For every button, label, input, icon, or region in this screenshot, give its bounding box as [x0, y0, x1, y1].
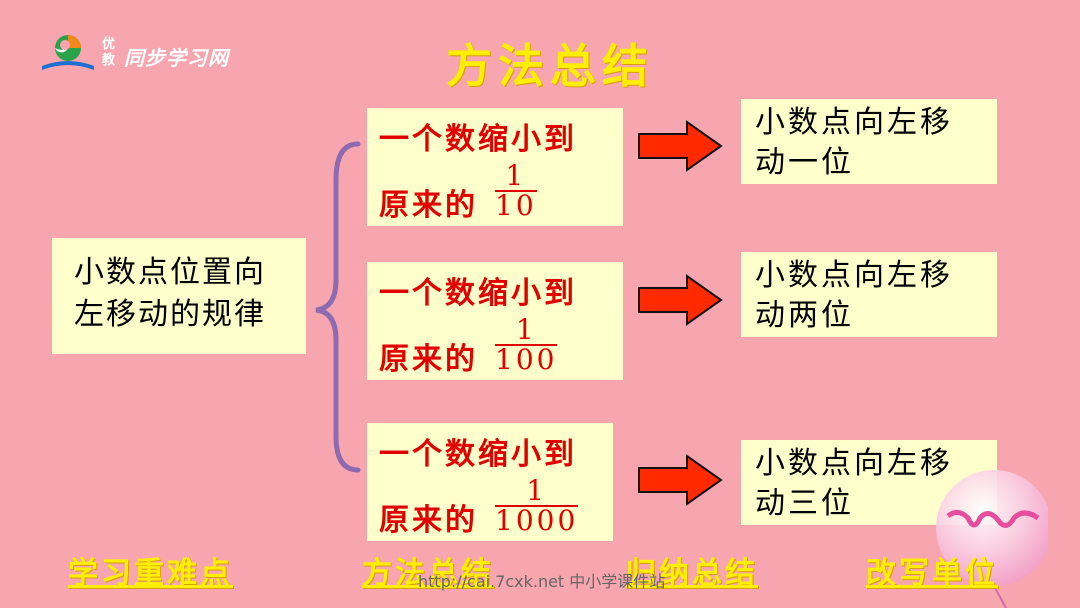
- rule-line-1: 小数点位置向: [74, 255, 266, 290]
- result-3-line-1: 小数点向左移: [755, 446, 953, 481]
- condition-3-line-2: 原来的: [379, 503, 478, 538]
- nav-link-induction-summary[interactable]: 归纳总结: [626, 556, 758, 591]
- result-box-2: 小数点向左移 动两位: [741, 252, 997, 337]
- nav-link-key-points[interactable]: 学习重难点: [68, 556, 233, 591]
- condition-1-line-1: 一个数缩小到: [379, 122, 577, 157]
- condition-box-3: 一个数缩小到 原来的 1 1000: [367, 423, 613, 541]
- rule-line-2: 左移动的规律: [74, 297, 266, 332]
- condition-box-2: 一个数缩小到 原来的 1 100: [367, 262, 623, 380]
- nav-link-method-summary[interactable]: 方法总结: [362, 556, 494, 591]
- right-arrow-icon: [638, 120, 723, 172]
- condition-3-fraction: 1 1000: [495, 477, 579, 537]
- result-2-line-2: 动两位: [755, 298, 854, 333]
- slide-title: 方法总结: [446, 39, 654, 93]
- curly-brace-icon: [315, 141, 361, 473]
- fraction-denominator: 10: [495, 189, 537, 222]
- condition-1-line-2: 原来的: [379, 188, 478, 223]
- condition-1-fraction: 1 10: [495, 162, 537, 220]
- rule-box: 小数点位置向 左移动的规律: [52, 238, 306, 354]
- fraction-denominator: 1000: [495, 504, 579, 537]
- condition-3-line-1: 一个数缩小到: [379, 437, 577, 472]
- result-1-line-2: 动一位: [755, 145, 854, 180]
- result-box-1: 小数点向左移 动一位: [741, 99, 997, 184]
- condition-2-line-1: 一个数缩小到: [379, 276, 577, 311]
- fraction-numerator: 1: [495, 316, 558, 346]
- logo-small-bottom: 教: [102, 53, 116, 68]
- logo-small-top: 优: [102, 37, 116, 52]
- right-arrow-icon: [638, 454, 723, 506]
- fraction-denominator: 100: [495, 343, 558, 376]
- right-arrow-icon: [638, 274, 723, 326]
- condition-2-line-2: 原来的: [379, 342, 478, 377]
- logo-text: 同步学习网: [124, 46, 229, 70]
- fraction-numerator: 1: [495, 162, 537, 192]
- nav-link-rewrite-units[interactable]: 改写单位: [866, 556, 998, 591]
- result-2-line-1: 小数点向左移: [755, 258, 953, 293]
- site-logo: 优 教 同步学习网: [38, 32, 248, 76]
- balloon-decoration-icon: [936, 470, 1048, 608]
- logo-swirl-icon: [42, 35, 94, 70]
- fraction-numerator: 1: [495, 477, 579, 507]
- condition-2-fraction: 1 100: [495, 316, 558, 376]
- result-1-line-1: 小数点向左移: [755, 105, 953, 140]
- result-3-line-2: 动三位: [755, 486, 854, 521]
- condition-box-1: 一个数缩小到 原来的 1 10: [367, 108, 623, 226]
- watermark-text: http://cai.7cxk.net 中小学课件站: [418, 572, 666, 591]
